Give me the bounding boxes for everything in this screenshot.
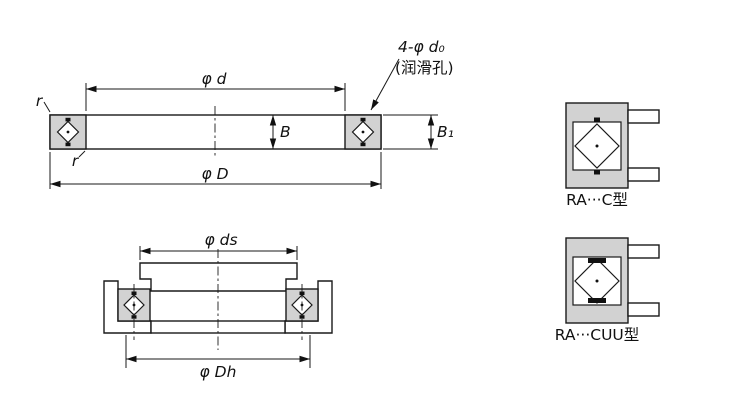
mounting-section-view: φ ds φ Dh [103,231,333,381]
seal-mark-bottom [588,298,606,303]
roller-center-dot [66,130,70,134]
dim-width-b: B [269,115,291,149]
dim-label-housing-diameter: φ Dh [200,363,237,381]
cage-mark [65,142,71,147]
dim-label-shaft-diameter: φ ds [204,231,237,249]
main-section-view: φ d 4-φ d₀ (润滑孔) B B₁ φ D r [36,38,454,189]
cage-mark [594,117,600,122]
fillet-label-bottom: r [72,152,80,170]
bearing-body-outline [49,114,382,150]
dim-housing-diameter: φ Dh [125,335,311,381]
type-c-label: RA···C型 [566,191,628,209]
cage-mark [594,170,600,175]
mating-part-top [627,109,660,124]
leader-line [78,150,86,158]
mating-part-bottom [627,302,660,317]
dim-width-b1: B₁ [383,114,454,150]
detail-type-c: RA···C型 [565,102,660,209]
roller-center-dot [361,130,365,134]
roller-center-dot [595,144,599,148]
dim-shaft-diameter: φ ds [139,231,298,260]
fillet-radius-callouts: r r [36,92,86,170]
roller-center-dot [595,279,599,283]
inner-ring-clamp-plate [139,262,298,292]
cage-mark [65,117,71,122]
mating-part-top [627,244,660,259]
cage-mark [299,315,305,319]
lube-hole-callout: 4-φ d₀ (润滑孔) [370,38,454,111]
cage-mark [299,291,305,295]
type-cuu-label: RA···CUU型 [555,326,640,344]
detail-type-cuu: RA···CUU型 [555,237,660,344]
dim-label-inner-diameter: φ d [202,70,227,88]
lube-hole-note-label: (润滑孔) [395,59,454,77]
cage-mark [360,142,366,147]
dim-label-outer-diameter: φ D [201,165,228,183]
leader-line [43,101,51,113]
dim-inner-diameter: φ d [85,70,346,111]
mating-part-bottom [627,167,660,182]
dim-label-width-b: B [280,123,291,141]
lube-hole-count-label: 4-φ d₀ [398,38,445,56]
leader-line [370,58,400,111]
fillet-label-top: r [36,92,44,110]
dim-label-width-b1: B₁ [437,123,454,141]
cage-mark [131,291,137,295]
seal-mark-top [588,258,606,263]
cage-mark [131,315,137,319]
dim-outer-diameter: φ D [49,152,382,189]
cage-mark [360,117,366,122]
